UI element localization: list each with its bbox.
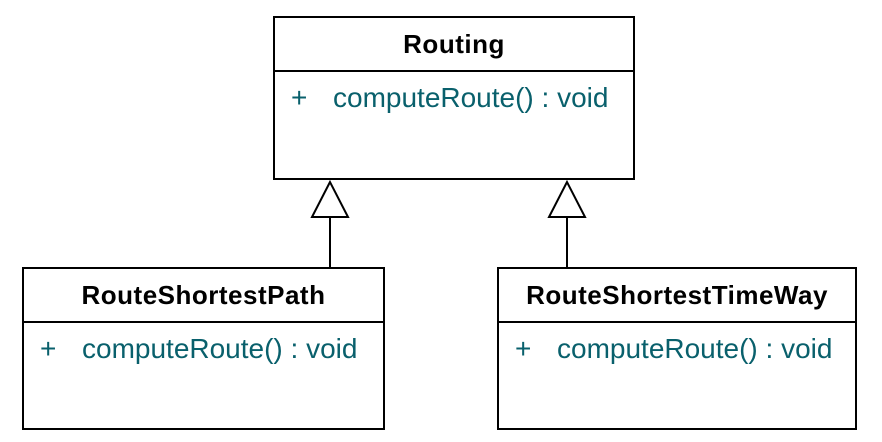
method-row: + computeRoute() : void xyxy=(499,334,855,364)
class-name: RouteShortestTimeWay xyxy=(499,269,855,323)
class-members: + computeRoute() : void xyxy=(275,83,633,113)
method-signature: computeRoute() : void xyxy=(333,82,609,113)
method-signature: computeRoute() : void xyxy=(82,333,358,364)
visibility-symbol: + xyxy=(515,333,532,364)
generalization-arrow-routeshortesttimeway xyxy=(547,179,587,267)
method-row: + computeRoute() : void xyxy=(275,83,633,113)
generalization-arrow-routeshortestpath xyxy=(310,179,350,267)
method-row: + computeRoute() : void xyxy=(24,334,383,364)
visibility-symbol: + xyxy=(40,333,57,364)
class-box-routeshortestpath: RouteShortestPath + computeRoute() : voi… xyxy=(22,267,385,430)
visibility-symbol: + xyxy=(291,82,308,113)
hollow-triangle-icon xyxy=(547,179,587,218)
method-signature: computeRoute() : void xyxy=(557,333,833,364)
class-name: Routing xyxy=(275,18,633,72)
class-members: + computeRoute() : void xyxy=(24,334,383,364)
hollow-triangle-icon xyxy=(310,179,350,218)
class-members: + computeRoute() : void xyxy=(499,334,855,364)
class-box-routing: Routing + computeRoute() : void xyxy=(273,16,635,180)
class-box-routeshortesttimeway: RouteShortestTimeWay + computeRoute() : … xyxy=(497,267,857,430)
class-name: RouteShortestPath xyxy=(24,269,383,323)
